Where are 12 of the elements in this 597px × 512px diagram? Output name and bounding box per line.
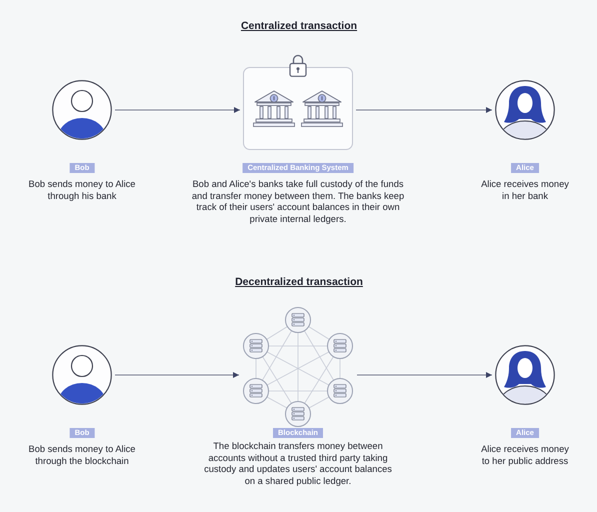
description-text: The blockchain transfers money between accounts without a trusted third party taking custody and updates users' account balances on a shared public ledger. [203,441,393,488]
description-text: Bob and Alice's banks take full custody of the funds and transfer money between them. The banks keep track of their users' account balances in their own private internal ledgers. [190,179,406,226]
description-text: Bob sends money to Alice through the blockchain [28,444,136,468]
arrow [114,372,240,378]
arrow [356,372,492,378]
description-text: Alice receives money in her bank [480,179,570,202]
arrow [114,107,240,113]
description-text: Bob sends money to Alice through his bank [28,179,136,202]
arrow [356,107,492,113]
description-text: Alice receives money to her public address [480,444,570,468]
section-title: Centralized transaction [240,20,358,33]
section-title: Decentralized transaction [235,276,363,289]
